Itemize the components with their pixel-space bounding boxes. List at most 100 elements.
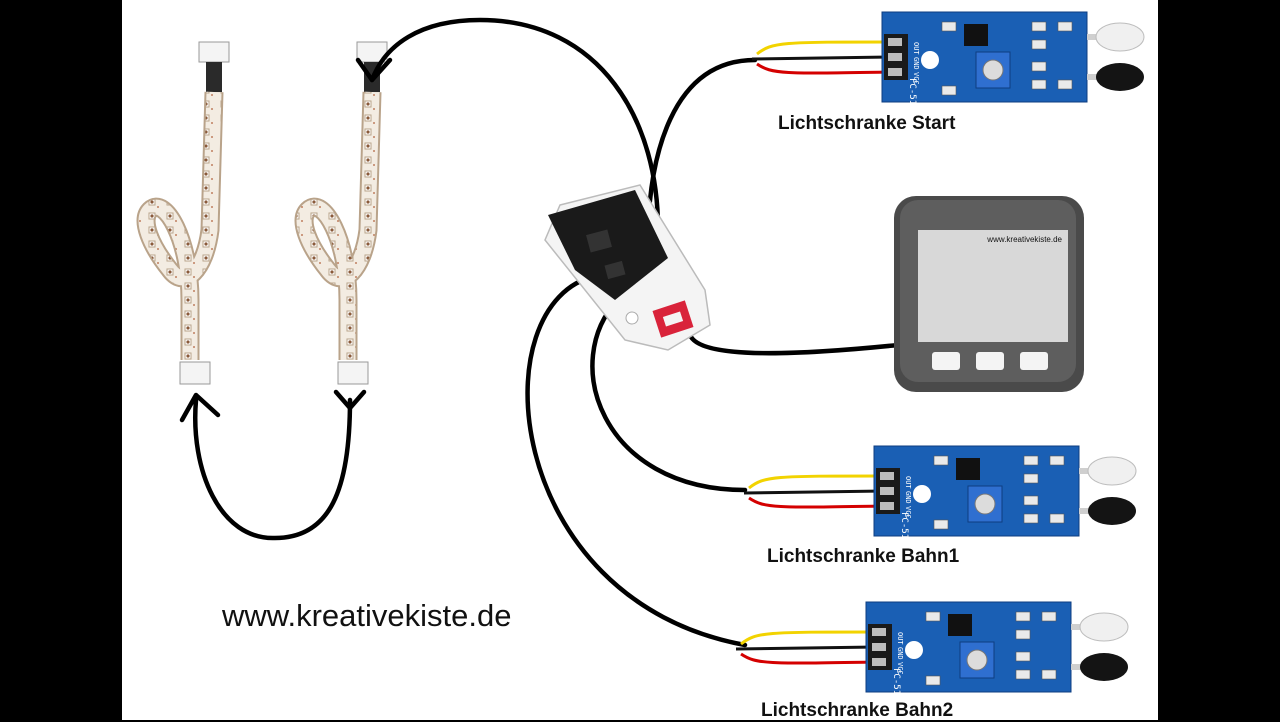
wire-red [740, 652, 877, 665]
smd-component [1057, 79, 1073, 90]
smd-component [941, 21, 957, 32]
ir-emitter-leg [1071, 624, 1087, 630]
smd-component [1049, 455, 1065, 466]
wire-black [743, 489, 885, 495]
sensor-chip [956, 458, 980, 480]
smd-component [1049, 513, 1065, 524]
ir-emitter-leg [1087, 34, 1103, 40]
wire-red [748, 496, 885, 509]
potentiometer-knob[interactable] [966, 649, 988, 671]
mount-hole [913, 485, 931, 503]
ir-receiver-leg [1071, 664, 1087, 670]
smd-component [925, 675, 941, 686]
potentiometer-knob[interactable] [982, 59, 1004, 81]
smd-component [933, 455, 949, 466]
pin-label: OUT [912, 42, 920, 55]
header-pin [880, 502, 894, 510]
header-pin [872, 643, 886, 651]
smd-component [1031, 79, 1047, 90]
led-strip-pins-top [206, 62, 222, 92]
arrows [179, 57, 393, 423]
controller-device-icon: www.kreativekiste.de [894, 196, 1084, 392]
ir-emitter-led [1087, 456, 1137, 486]
board-model-text: FC-51 [907, 78, 917, 105]
ir-receiver-led [1096, 63, 1144, 91]
hub-port-inner [662, 311, 684, 327]
pin-label: GND [912, 57, 920, 70]
header-pin [880, 487, 894, 495]
sensor-chip [948, 614, 972, 636]
header-pin [888, 68, 902, 76]
ir-emitter-led [1095, 22, 1145, 52]
smd-component [1031, 21, 1047, 32]
smd-component [933, 519, 949, 530]
sensor-label-start: Lichtschranke Start [778, 113, 956, 134]
board-model-text: FC-51 [891, 668, 901, 695]
led-strip-connector-bottom [179, 361, 211, 385]
smd-component [1015, 669, 1031, 680]
ir-receiver-led [1080, 653, 1128, 681]
controller-button[interactable] [1020, 352, 1048, 370]
pin-label: OUT [904, 476, 912, 489]
mount-hole [921, 51, 939, 69]
header-pin [888, 53, 902, 61]
smd-component [1041, 611, 1057, 622]
arrow-icon [333, 389, 367, 411]
wire-hub-to-bahn2 [525, 273, 748, 648]
controller-button[interactable] [976, 352, 1004, 370]
wire-red [756, 62, 893, 75]
wire-yellow [740, 630, 877, 646]
ir-emitter-led [1079, 612, 1129, 642]
wire-yellow [748, 474, 885, 490]
pin-label: GND [904, 491, 912, 504]
sensor-chip [964, 24, 988, 46]
ir-receiver-led [1088, 497, 1136, 525]
smd-component [1015, 611, 1031, 622]
wire-hub-to-controller [687, 332, 901, 356]
smd-component [1023, 513, 1039, 524]
smd-component [1031, 39, 1047, 50]
smd-component [1015, 651, 1031, 662]
controller-button[interactable] [932, 352, 960, 370]
pin-label: VCC [904, 506, 912, 519]
mount-hole [905, 641, 923, 659]
potentiometer-knob[interactable] [974, 493, 996, 515]
pin-label: OUT [896, 632, 904, 645]
wire-strip-loop [193, 397, 353, 541]
ir-receiver-leg [1087, 74, 1103, 80]
led-strip-ribbon-surface [296, 91, 380, 360]
smd-component [1041, 669, 1057, 680]
pin-label: VCC [896, 662, 904, 675]
smd-component [1031, 61, 1047, 72]
header-pin [888, 38, 902, 46]
pin-label: VCC [912, 72, 920, 85]
hub-unit-icon [544, 184, 711, 351]
smd-component [1057, 21, 1073, 32]
sensor-label-bahn1: Lichtschranke Bahn1 [767, 546, 960, 567]
smd-component [941, 85, 957, 96]
arrow-icon [179, 392, 221, 423]
led-strip-1 [136, 41, 230, 385]
website-url: www.kreativekiste.de [222, 598, 512, 633]
header-pin [880, 472, 894, 480]
smd-component [1023, 473, 1039, 484]
smd-component [925, 611, 941, 622]
hub-hole [625, 311, 639, 325]
led-strip-ribbon-surface [138, 91, 222, 360]
hub-chip [586, 229, 612, 253]
wire-black [751, 55, 893, 61]
smd-component [1015, 629, 1031, 640]
led-strip-connector-bottom [337, 361, 369, 385]
smd-component [1023, 495, 1039, 506]
ir-receiver-leg [1079, 508, 1095, 514]
wire-hub-to-bahn1 [590, 297, 748, 493]
header-pin [872, 658, 886, 666]
board-model-text: FC-51 [899, 512, 909, 539]
sensor-label-bahn2: Lichtschranke Bahn2 [761, 700, 954, 721]
wire-yellow [756, 40, 893, 56]
